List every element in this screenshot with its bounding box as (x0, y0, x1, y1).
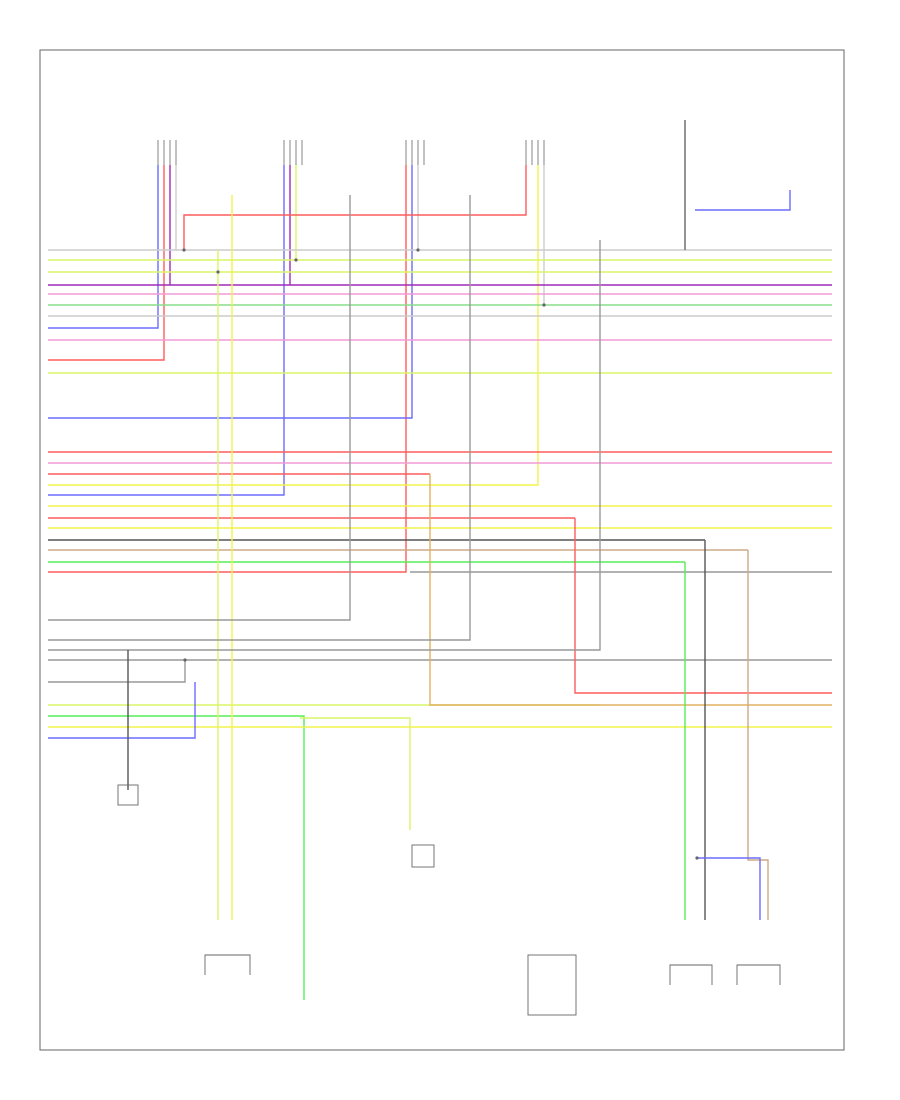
bus-wires (48, 249, 832, 573)
top-wire-drops (48, 165, 545, 573)
splice-markers (182, 248, 699, 860)
right-wire-drops (684, 120, 791, 920)
lower-wires (48, 474, 832, 1000)
diagram-frame (39, 49, 845, 1051)
top-connectors (157, 140, 545, 165)
left-wire-drops (48, 195, 601, 920)
bottom-component-boxes (117, 784, 781, 1016)
